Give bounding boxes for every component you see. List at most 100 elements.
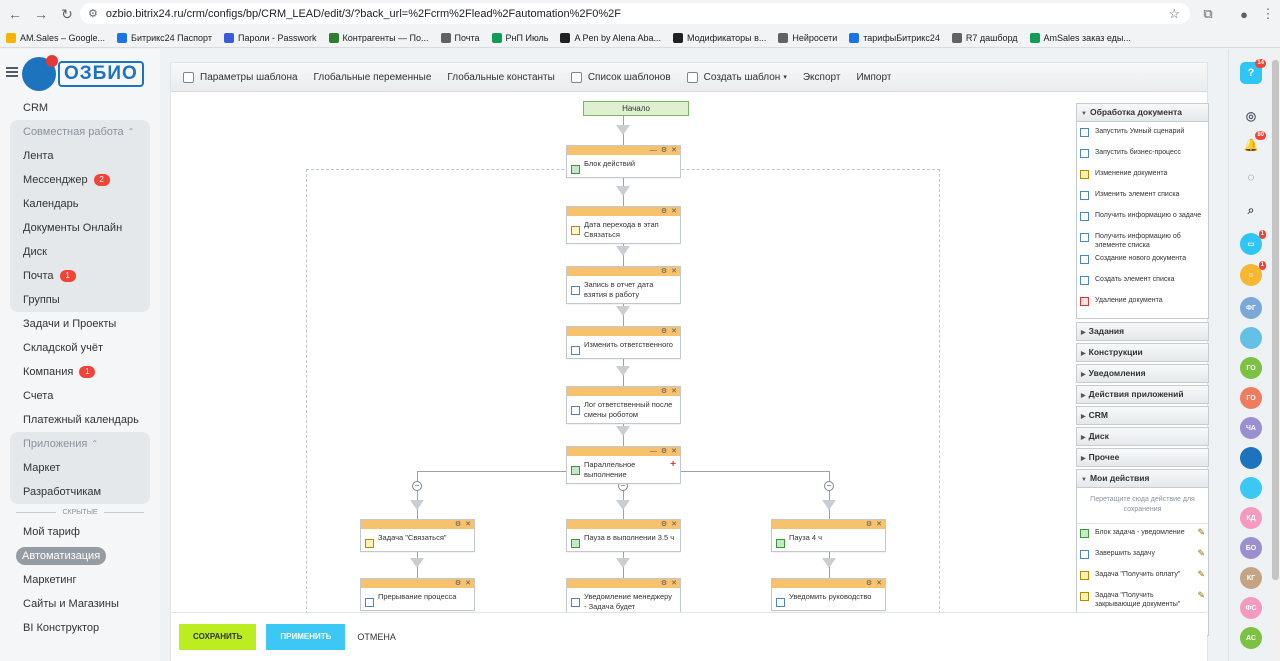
pencil-icon[interactable]: ✎ — [1197, 527, 1205, 537]
menu-item[interactable]: Разработчикам — [10, 480, 150, 504]
user-avatar[interactable] — [1240, 327, 1262, 349]
reload-icon[interactable]: ↻ — [61, 5, 73, 22]
collapse-icon[interactable]: — — [649, 448, 657, 455]
menu-item[interactable]: Счета — [10, 384, 150, 408]
palette-section-tasks[interactable]: ▶Задания — [1076, 322, 1209, 341]
bookmark-item[interactable]: AmSales заказ еды... — [1029, 32, 1131, 43]
palette-item[interactable]: Задача "Получить оплату"✎ — [1077, 568, 1208, 589]
palette-section-app-actions[interactable]: ▶Действия приложений — [1076, 385, 1209, 404]
bookmark-item[interactable]: Битрикс24 Паспорт — [117, 32, 212, 43]
bookmark-item[interactable]: Почта — [440, 32, 480, 43]
address-bar[interactable]: ⚙ ozbio.bitrix24.ru/crm/configs/bp/CRM_L… — [80, 3, 1190, 24]
palette-section-doc[interactable]: ▼Обработка документа — [1076, 103, 1209, 122]
activity-parallel[interactable]: —⚙✕ Параллельное выполнение+ — [566, 446, 681, 484]
palette-item[interactable]: Создать элемент списка — [1077, 273, 1208, 294]
menu-item[interactable]: Сайты и Магазины — [10, 592, 150, 616]
menu-item[interactable]: Автоматизация — [10, 544, 150, 568]
palette-section-notifications[interactable]: ▶Уведомления — [1076, 364, 1209, 383]
logo[interactable]: ОЗБИО — [22, 55, 144, 91]
close-icon[interactable]: ✕ — [671, 388, 677, 395]
user-avatar[interactable]: ФГ — [1240, 297, 1262, 319]
activity-pause-4[interactable]: ⚙✕ Пауза 4 ч — [771, 519, 886, 552]
bookmark-item[interactable]: R7 дашборд — [951, 32, 1018, 43]
bookmark-item[interactable]: Модификаторы в... — [673, 32, 766, 43]
palette-section-disk[interactable]: ▶Диск — [1076, 427, 1209, 446]
close-icon[interactable]: ✕ — [671, 268, 677, 275]
close-icon[interactable]: ✕ — [876, 521, 882, 528]
palette-item[interactable]: Изменить элемент списка — [1077, 188, 1208, 209]
settings-icon[interactable]: ⚙ — [865, 580, 873, 587]
bookmark-item[interactable]: Пароли - Passwork — [223, 32, 317, 43]
menu-item[interactable]: BI Конструктор — [10, 616, 150, 640]
remove-branch-icon[interactable]: − — [412, 481, 422, 491]
close-icon[interactable]: ✕ — [465, 580, 471, 587]
activity-pause-35[interactable]: ⚙✕ Пауза в выполнении 3.5 ч — [566, 519, 681, 552]
menu-item[interactable]: Маркет — [10, 456, 150, 480]
settings-icon[interactable]: ⚙ — [660, 580, 668, 587]
pencil-icon[interactable]: ✎ — [1197, 569, 1205, 579]
bookmark-item[interactable]: Контрагенты — По... — [328, 32, 429, 43]
bookmark-item[interactable]: A Pen by Alena Aba... — [560, 32, 661, 43]
bookmark-item[interactable]: РнП Июль — [491, 32, 548, 43]
settings-icon[interactable]: ⚙ — [454, 521, 462, 528]
palette-section-other[interactable]: ▶Прочее — [1076, 448, 1209, 467]
group-header-collab[interactable]: Совместная работа⌃ — [10, 120, 150, 144]
settings-icon[interactable]: ⚙ — [660, 521, 668, 528]
palette-item[interactable]: Удаление документа — [1077, 294, 1208, 315]
menu-item[interactable]: Мой тариф — [10, 520, 150, 544]
import-button[interactable]: Импорт — [856, 72, 891, 83]
user-avatar[interactable]: ГО — [1240, 357, 1262, 379]
global-consts-button[interactable]: Глобальные константы — [447, 72, 554, 83]
activity-block-actions[interactable]: —⚙✕ Блок действий — [566, 145, 681, 178]
search-icon[interactable]: ⌕ — [1247, 202, 1255, 217]
user-avatar[interactable]: КГ — [1240, 567, 1262, 589]
user-avatar[interactable]: БО — [1240, 537, 1262, 559]
close-icon[interactable]: ✕ — [671, 147, 677, 154]
open-lines-icon[interactable]: ▭1 — [1240, 230, 1266, 255]
group-chat-icon[interactable]: ☺1 — [1240, 261, 1266, 286]
menu-dots-icon[interactable]: ⋮ — [1261, 6, 1275, 21]
close-icon[interactable]: ✕ — [876, 580, 882, 587]
forward-icon[interactable]: → — [34, 6, 48, 22]
menu-item[interactable]: Складской учёт — [10, 336, 150, 360]
user-avatar[interactable]: КД — [1240, 507, 1262, 529]
create-template-button[interactable]: Создать шаблон▾ — [686, 71, 787, 83]
palette-section-my-actions[interactable]: ▼Мои действия — [1076, 469, 1209, 488]
palette-item[interactable]: Получить информацию о задаче — [1077, 209, 1208, 230]
user-avatar[interactable] — [1240, 477, 1262, 499]
menu-item[interactable]: Календарь — [10, 192, 150, 216]
crm-goals-icon[interactable]: ◎ — [1245, 109, 1257, 123]
close-icon[interactable]: ✕ — [671, 580, 677, 587]
pencil-icon[interactable]: ✎ — [1197, 590, 1205, 600]
palette-item[interactable]: Запустить Умный сценарий — [1077, 125, 1208, 146]
settings-icon[interactable]: ⚙ — [660, 388, 668, 395]
bell-icon[interactable]: 🔔80 — [1243, 131, 1266, 152]
scrollbar-thumb[interactable] — [1272, 60, 1279, 580]
menu-item[interactable]: Маркетинг — [10, 568, 150, 592]
close-icon[interactable]: ✕ — [671, 521, 677, 528]
global-vars-button[interactable]: Глобальные переменные — [314, 72, 432, 83]
close-icon[interactable]: ✕ — [671, 208, 677, 215]
export-button[interactable]: Экспорт — [803, 72, 841, 83]
settings-icon[interactable]: ⚙ — [660, 147, 668, 154]
activity-notify-manager[interactable]: ⚙✕ Уведомление менеджеру - Задача будет … — [566, 578, 681, 613]
remove-branch-icon[interactable]: − — [824, 481, 834, 491]
close-icon[interactable]: ✕ — [671, 328, 677, 335]
profile-icon[interactable]: ● — [1240, 6, 1248, 22]
template-list-button[interactable]: Список шаблонов — [570, 71, 671, 83]
add-branch-icon[interactable]: + — [670, 459, 676, 470]
palette-item[interactable]: Получить информацию об элементе списка — [1077, 230, 1208, 252]
extensions-icon[interactable]: ⧉ — [1203, 6, 1213, 21]
palette-item[interactable]: Задача "Получить закрывающие документы"✎ — [1077, 589, 1208, 611]
palette-section-constructions[interactable]: ▶Конструкции — [1076, 343, 1209, 362]
bookmark-star-icon[interactable]: ☆ — [1168, 5, 1180, 21]
settings-icon[interactable]: ⚙ — [660, 268, 668, 275]
palette-item[interactable]: Завершить задачу✎ — [1077, 547, 1208, 568]
user-avatar[interactable]: ЧА — [1240, 417, 1262, 439]
palette-item[interactable]: Запустить бизнес-процесс — [1077, 146, 1208, 167]
palette-item[interactable]: Блок задача - уведомление✎ — [1077, 526, 1208, 547]
settings-icon[interactable]: ⚙ — [660, 448, 668, 455]
menu-item-crm[interactable]: CRM — [10, 96, 150, 120]
